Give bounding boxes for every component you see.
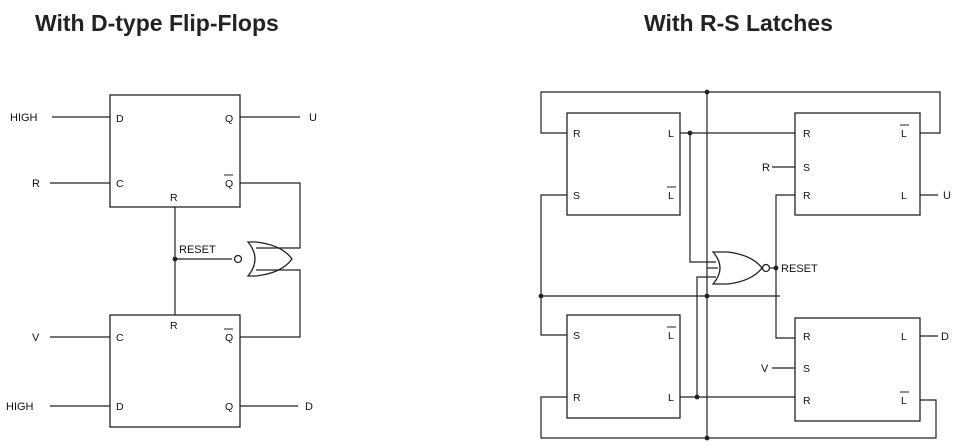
br-pin-l: L — [901, 331, 907, 343]
nor-gate-right-bubble — [761, 263, 771, 273]
junction-bus-top — [704, 89, 710, 95]
nor-gate — [246, 241, 293, 277]
wire-reset-to-latches — [775, 194, 795, 339]
wire-bl-l-to-gate — [696, 276, 716, 397]
label-v-input-right: V — [761, 363, 769, 375]
br-pin-r-top: R — [803, 331, 811, 343]
tl-pin-s: S — [573, 190, 580, 202]
bl-pin-r: R — [573, 392, 581, 404]
tl-pin-lbar: L — [668, 190, 674, 202]
ff1-pin-d: D — [116, 113, 124, 125]
br-pin-s: S — [803, 363, 810, 375]
label-reset-right: RESET — [781, 263, 818, 275]
br-pin-r-bottom: R — [803, 395, 811, 407]
wire-bottom-loop — [540, 396, 937, 439]
bl-pin-lbar: L — [668, 330, 674, 342]
latch-top-left — [566, 112, 681, 216]
wire-ff1-qbar-to-gate — [240, 182, 301, 249]
junction-s-bus — [538, 293, 544, 299]
latch-bottom-right — [794, 317, 921, 422]
tr-pin-r-bottom: R — [803, 190, 811, 202]
bl-pin-s: S — [573, 330, 580, 342]
ff2-pin-r: R — [170, 320, 178, 332]
ff1-pin-qbar: Q — [225, 178, 233, 190]
tr-pin-l: L — [901, 190, 907, 202]
label-high-bottom: HIGH — [6, 401, 34, 413]
nor-gate-right — [711, 251, 763, 285]
label-r-input-right: R — [762, 162, 770, 174]
junction-reset — [172, 256, 178, 262]
tr-pin-r-top: R — [803, 128, 811, 140]
tr-pin-lbar: L — [901, 128, 907, 140]
flip-flop-1 — [109, 94, 241, 208]
latch-bottom-left — [566, 314, 681, 419]
d-flip-flop-circuit: D C Q Q R C D Q Q R HIGH R V — [6, 94, 317, 428]
ff2-pin-d: D — [116, 401, 124, 413]
ff2-pin-c: C — [116, 332, 124, 344]
wire-s-cross — [540, 194, 567, 336]
right-diagram-title: With R-S Latches — [644, 10, 833, 36]
ff2-pin-qbar: Q — [225, 332, 233, 344]
label-u-output: U — [309, 112, 317, 124]
latch-top-right — [794, 112, 921, 216]
label-reset-left: RESET — [179, 244, 216, 256]
label-high-top: HIGH — [10, 112, 38, 124]
br-pin-lbar: L — [901, 395, 907, 407]
ff2-pin-q: Q — [225, 401, 233, 413]
label-d-output-right: D — [941, 331, 949, 343]
nor-gate-bubble — [233, 254, 243, 264]
tl-pin-l: L — [668, 128, 674, 140]
ff1-pin-r: R — [170, 192, 178, 204]
label-u-output-right: U — [943, 190, 951, 202]
bl-pin-l: L — [668, 392, 674, 404]
rs-latch-circuit: R S L L R S R L L S R L L R S R L L — [538, 89, 951, 441]
label-r-input: R — [32, 178, 40, 190]
wire-tl-l-to-gate — [689, 133, 716, 263]
tl-pin-r: R — [573, 128, 581, 140]
wire-ff2-qbar-to-gate — [240, 269, 301, 338]
ff1-pin-q: Q — [225, 113, 233, 125]
left-diagram-title: With D-type Flip-Flops — [35, 10, 279, 36]
flip-flop-2 — [109, 314, 241, 428]
wire-top-loop — [540, 91, 941, 134]
junction-bus-bottom — [704, 435, 710, 441]
ff1-pin-c: C — [116, 178, 124, 190]
label-v-input: V — [32, 332, 40, 344]
label-d-output: D — [305, 401, 313, 413]
tr-pin-s: S — [803, 162, 810, 174]
